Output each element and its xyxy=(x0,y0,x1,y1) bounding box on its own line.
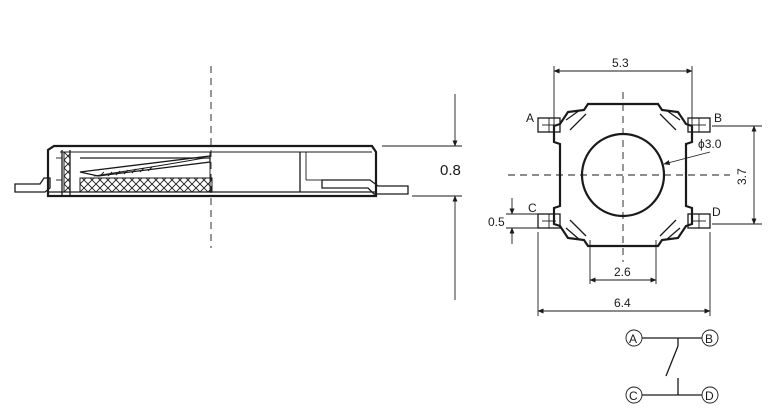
switch-body-outline xyxy=(46,144,378,198)
top-body-outline xyxy=(552,102,694,248)
dim-width-outer: 5.3 xyxy=(612,56,629,70)
terminal-d xyxy=(687,213,711,229)
top-view: 5.3 3.7 ϕ3.0 2.6 6.4 0.5 A B C D xyxy=(488,56,762,316)
pin-label-c: C xyxy=(528,201,537,215)
dim-width-total: 6.4 xyxy=(614,296,631,310)
schematic-label-d: D xyxy=(705,389,714,403)
dim-height: 3.7 xyxy=(735,168,749,185)
dim-terminal: 0.5 xyxy=(488,215,505,229)
schematic-label-b: B xyxy=(705,332,713,346)
schematic-label-a: A xyxy=(629,332,637,346)
dome-spring xyxy=(79,155,211,177)
side-view: 0.8 xyxy=(14,66,462,300)
switch-schematic: A B C D xyxy=(625,329,719,404)
pin-label-b: B xyxy=(714,111,722,125)
dim-thickness: 0.8 xyxy=(440,162,461,179)
schematic-switch-blade xyxy=(665,345,679,377)
left-terminal xyxy=(14,177,51,193)
pin-label-d: D xyxy=(712,205,721,219)
right-terminal xyxy=(321,179,409,195)
dim-diameter: ϕ3.0 xyxy=(698,137,722,151)
pin-label-a: A xyxy=(526,111,534,125)
base-hatching xyxy=(79,177,213,193)
schematic-label-c: C xyxy=(629,389,638,403)
dim-pitch-inner: 2.6 xyxy=(614,265,631,279)
